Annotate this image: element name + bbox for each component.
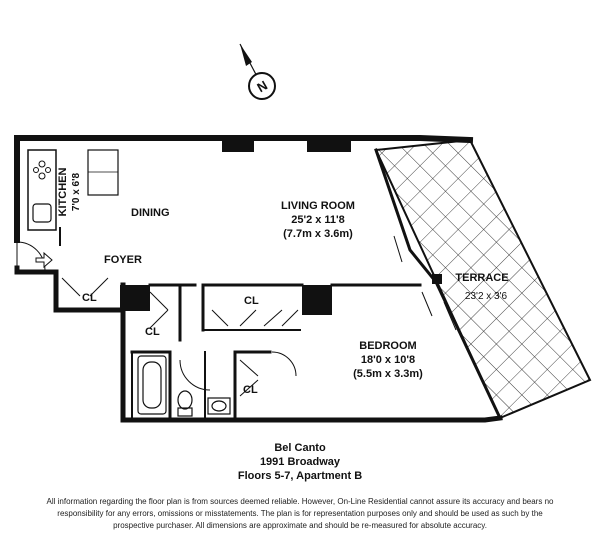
entry-arrow-icon bbox=[35, 251, 53, 269]
living-room-size-m: (7.7m x 3.6m) bbox=[283, 228, 353, 240]
bedroom-size-m: (5.5m x 3.3m) bbox=[353, 368, 423, 380]
living-room-label: LIVING ROOM bbox=[281, 200, 355, 212]
dining-label: DINING bbox=[131, 207, 170, 219]
disclaimer-text: All information regarding the floor plan… bbox=[46, 497, 554, 530]
property-caption: Bel Canto 1991 Broadway Floors 5-7, Apar… bbox=[0, 441, 600, 483]
bedroom-size-ft: 18'0 x 10'8 bbox=[361, 354, 415, 366]
doors bbox=[16, 235, 457, 397]
bathtub-icon bbox=[137, 355, 167, 415]
sink-icon bbox=[207, 397, 231, 415]
floor-plan: N bbox=[14, 43, 592, 423]
terrace-size: 23'2 x 3'6 bbox=[465, 291, 508, 302]
kitchen-label: KITCHEN bbox=[57, 168, 69, 217]
kitchen-counter bbox=[27, 149, 119, 231]
terrace-label: TERRACE bbox=[455, 272, 508, 284]
exterior-walls bbox=[14, 135, 503, 423]
foyer-label: FOYER bbox=[104, 254, 142, 266]
building-address: 1991 Broadway bbox=[259, 456, 341, 468]
living-room-size-ft: 25'2 x 11'8 bbox=[291, 214, 345, 226]
toilet-icon bbox=[177, 390, 193, 417]
interior-walls bbox=[59, 227, 422, 422]
bedroom-label: BEDROOM bbox=[359, 340, 416, 352]
building-name: Bel Canto bbox=[274, 442, 326, 454]
north-compass-icon: N bbox=[239, 43, 276, 100]
closet-label: CL bbox=[145, 326, 160, 338]
closet-label: CL bbox=[243, 384, 258, 396]
structural-columns bbox=[120, 138, 442, 315]
closet-label: CL bbox=[82, 292, 97, 304]
apartment-floors: Floors 5-7, Apartment B bbox=[237, 470, 363, 482]
kitchen-size: 7'0 x 6'8 bbox=[71, 173, 82, 212]
closet-label: CL bbox=[244, 295, 259, 307]
